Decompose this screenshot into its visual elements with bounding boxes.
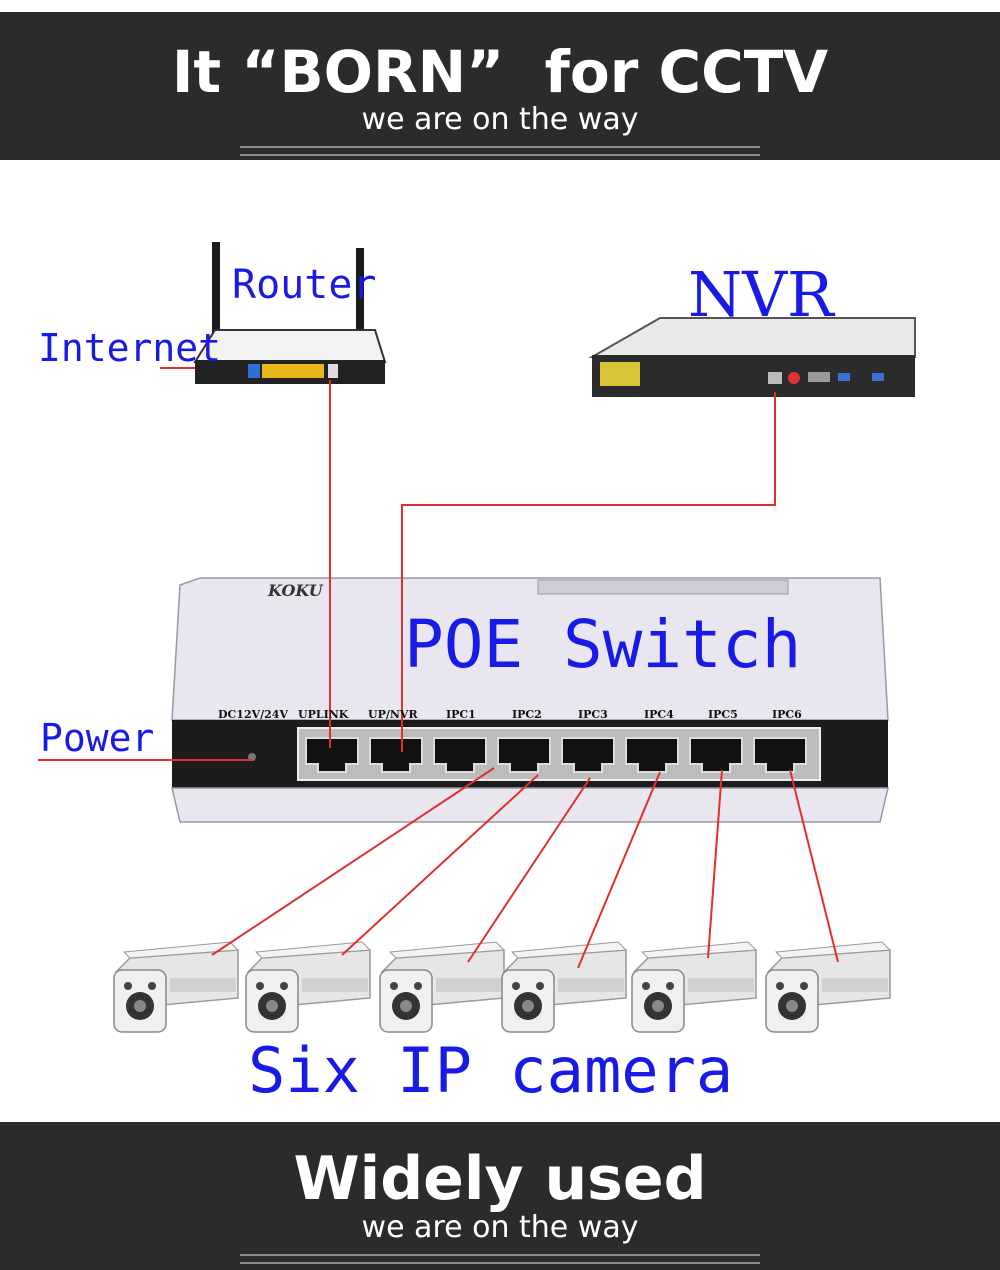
ip-camera — [501, 941, 628, 1033]
ipc4-cable — [577, 771, 661, 969]
switch-base — [171, 787, 889, 823]
router-lan-ports — [262, 364, 324, 378]
switch-led-strip — [537, 579, 789, 595]
switch-ports — [305, 737, 807, 773]
rj45-port — [625, 737, 679, 773]
internet-label: Internet — [38, 326, 222, 370]
rj45-port — [433, 737, 487, 773]
banner-title: It “BORN” for CCTV — [171, 38, 829, 106]
fine-print-line — [240, 146, 760, 148]
port-label-ipc4: IPC4 — [644, 708, 674, 721]
fine-print-line — [240, 154, 760, 156]
poe-switch-device: KOKU — [171, 577, 889, 823]
ip-camera — [765, 941, 892, 1033]
port-label-ipc6: IPC6 — [772, 708, 802, 721]
banner-subtitle: we are on the way — [361, 102, 639, 137]
ipc6-cable — [789, 769, 839, 963]
switch-top — [171, 577, 889, 721]
port-label-ipc5: IPC5 — [708, 708, 738, 721]
router-usb-port — [328, 364, 338, 378]
ipc2-cable — [341, 774, 539, 956]
ip-camera — [113, 941, 240, 1033]
rj45-port — [689, 737, 743, 773]
router-antenna-left — [212, 242, 220, 352]
router-antenna-right — [356, 248, 364, 358]
cameras-label: Six IP camera — [248, 1034, 734, 1107]
ipc3-cable — [467, 777, 591, 963]
router-wan-port — [248, 364, 260, 378]
fine-print-line — [240, 1262, 760, 1264]
fine-print-line — [240, 1254, 760, 1256]
nvr-audio-port — [788, 372, 800, 384]
poe-switch-label: POE Switch — [404, 606, 802, 683]
ip-camera — [379, 941, 506, 1033]
ip-camera — [631, 941, 758, 1033]
nvr-warning-label — [600, 362, 640, 386]
port-label-uplink: UPLINK — [298, 708, 349, 721]
nvr-label: NVR — [688, 258, 834, 331]
router-top — [193, 329, 387, 363]
camera-group — [113, 941, 892, 1033]
banner-title: Widely used — [293, 1144, 707, 1214]
rj45-port — [497, 737, 551, 773]
nvr-usb-port — [838, 373, 850, 381]
ip-camera — [245, 941, 372, 1033]
ipc5-cable — [707, 769, 723, 959]
bottom-banner: Widely used we are on the way — [0, 1122, 1000, 1270]
ipc1-cable — [211, 767, 495, 956]
port-label-ipc1: IPC1 — [446, 708, 476, 721]
power-label: Power — [40, 716, 155, 760]
port-label-power: DC12V/24V — [218, 708, 288, 721]
top-banner: It “BORN” for CCTV we are on the way — [0, 12, 1000, 160]
port-label-ipc2: IPC2 — [512, 708, 542, 721]
nvr-device — [588, 317, 916, 397]
port-label-up-nvr: UP/NVR — [368, 708, 418, 721]
nvr-cable — [401, 392, 776, 752]
rj45-port — [305, 737, 359, 773]
rj45-port — [561, 737, 615, 773]
rj45-port — [753, 737, 807, 773]
router-label: Router — [232, 262, 377, 308]
router-device — [193, 242, 387, 384]
nvr-usb-port — [872, 373, 884, 381]
nvr-back-panel — [592, 355, 915, 397]
nvr-vga-port — [808, 372, 830, 382]
banner-subtitle: we are on the way — [361, 1210, 639, 1245]
cables — [38, 367, 839, 969]
switch-brand: KOKU — [267, 581, 324, 600]
port-label-ipc3: IPC3 — [578, 708, 608, 721]
nvr-lan-port — [768, 372, 782, 384]
rj45-port — [369, 737, 423, 773]
